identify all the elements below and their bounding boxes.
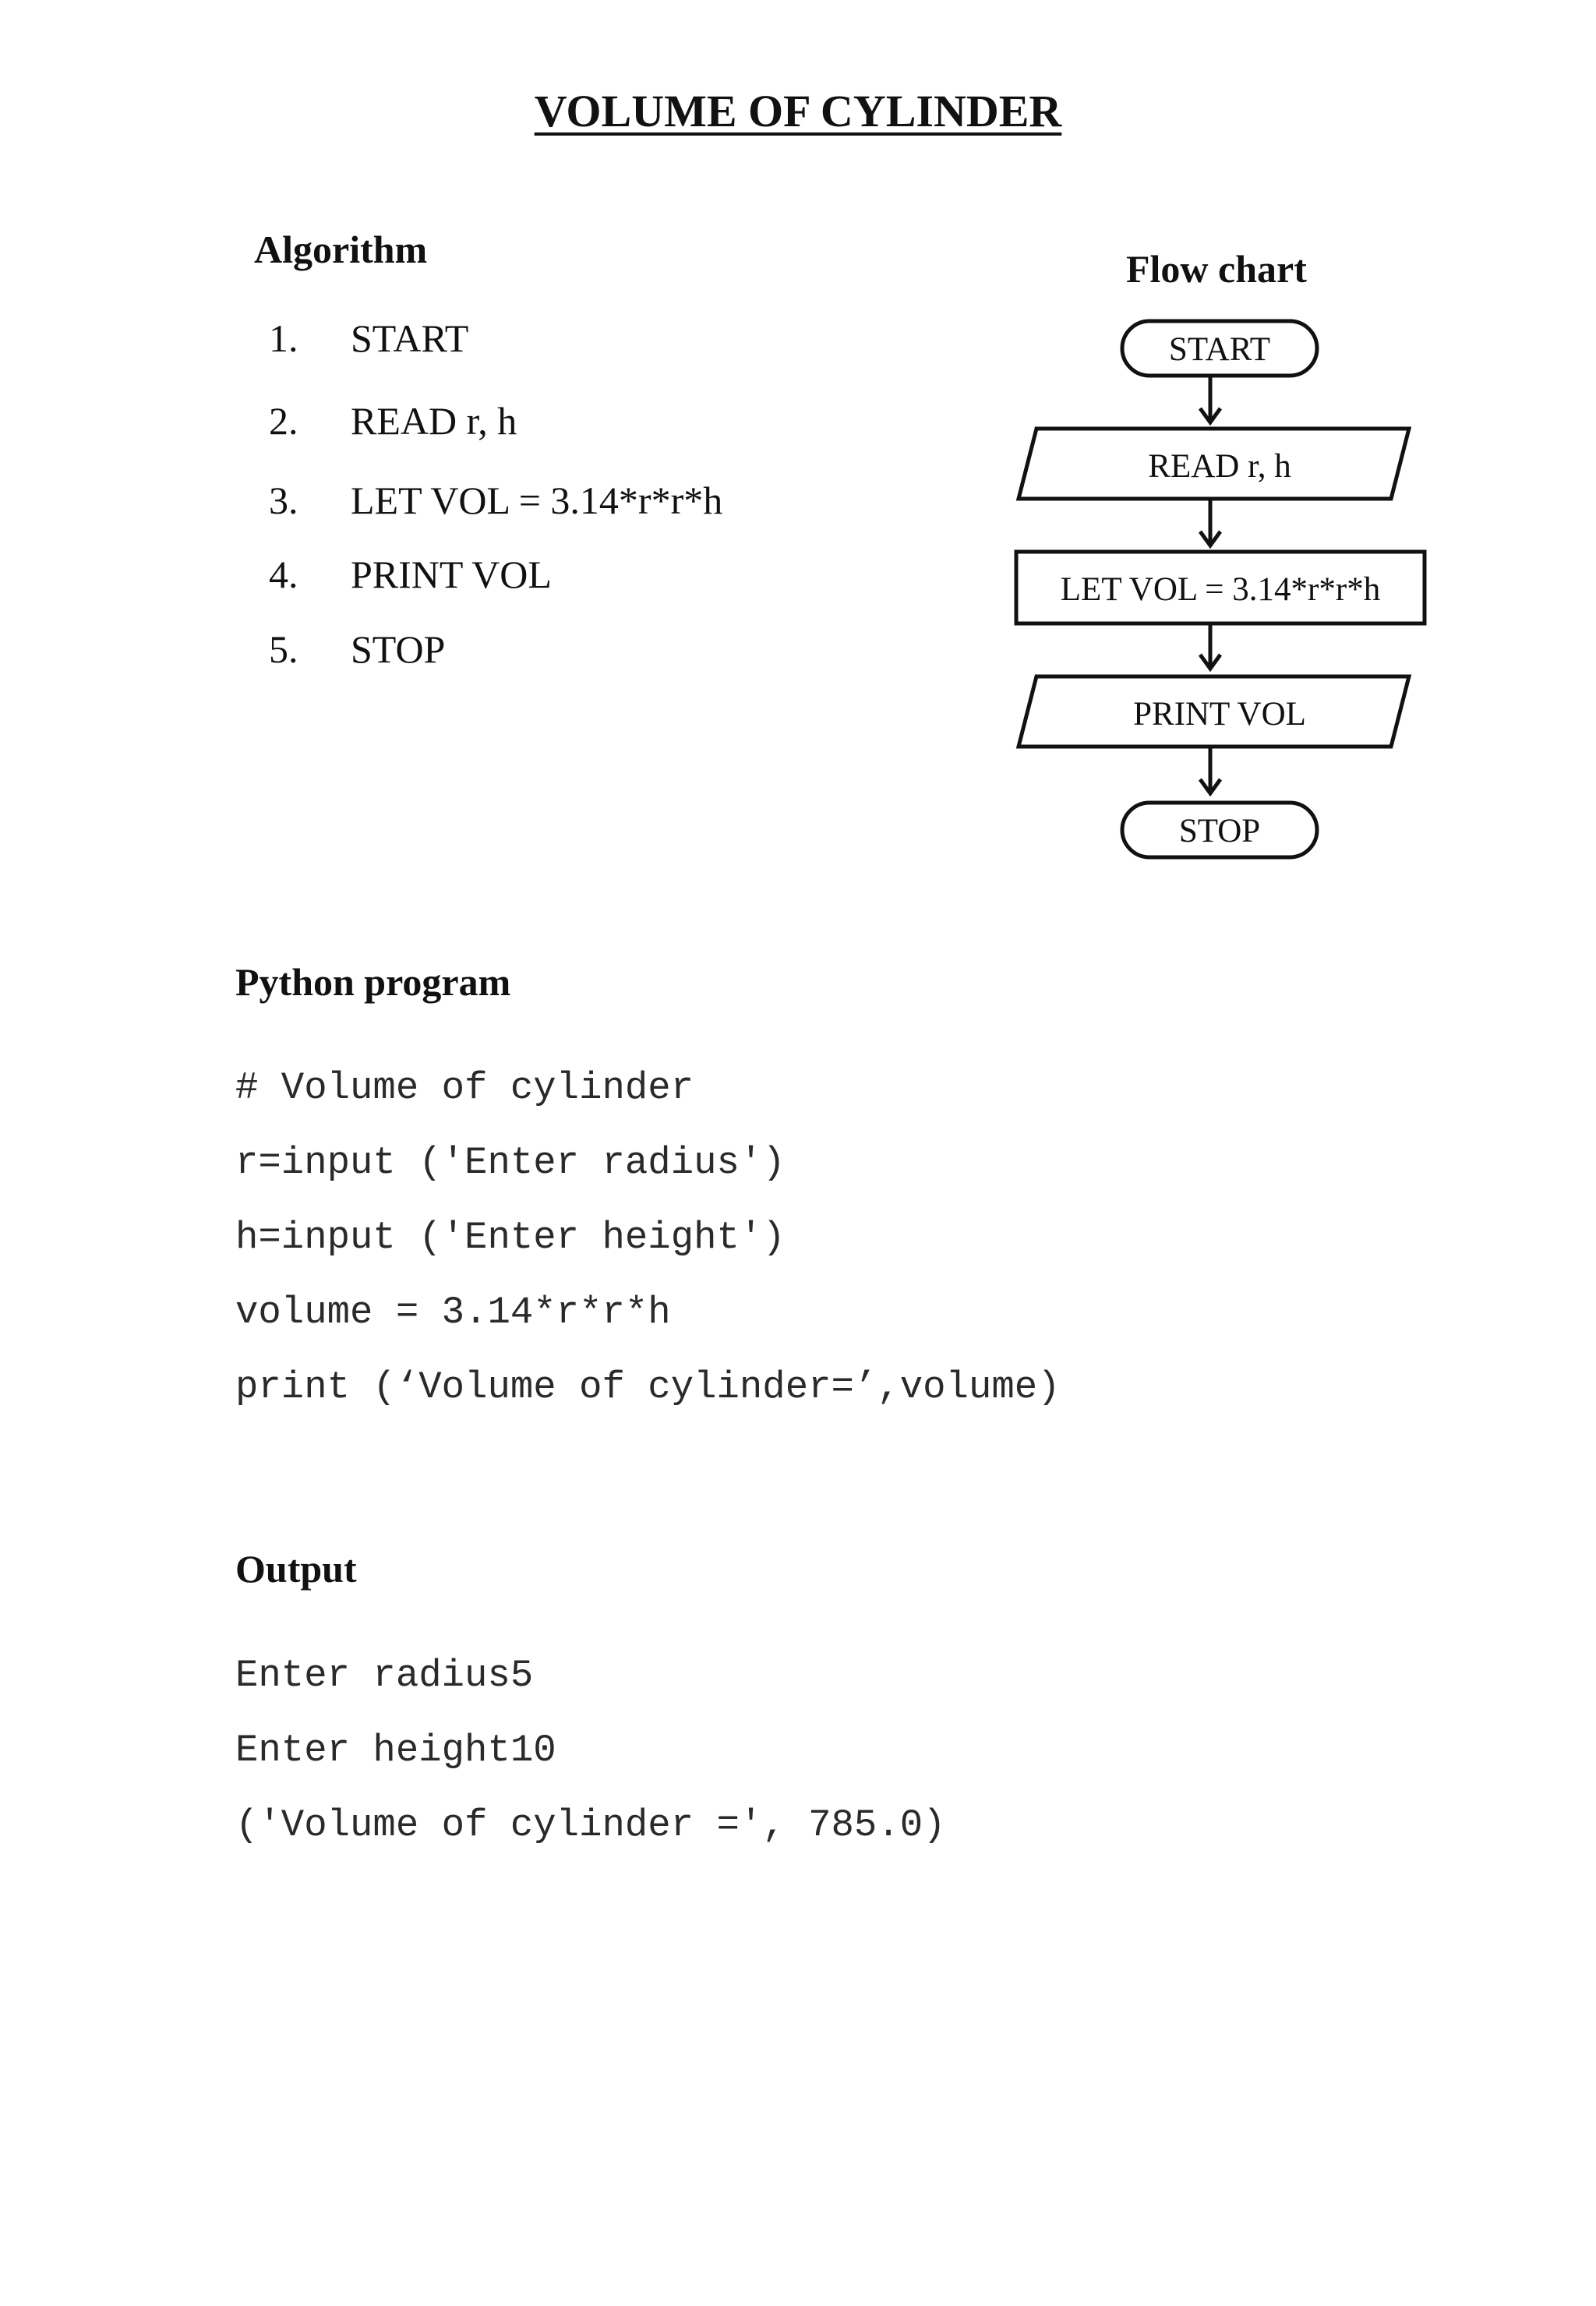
flowchart-heading: Flow chart (1126, 247, 1307, 291)
step-text: START (351, 316, 469, 360)
program-heading: Python program (235, 960, 511, 1004)
algorithm-heading: Algorithm (254, 228, 428, 271)
flow-node-start: START (1120, 319, 1319, 378)
step-text: READ r, h (351, 399, 517, 443)
code-line: # Volume of cylinder (235, 1066, 694, 1110)
step-number: 3. (269, 479, 298, 522)
step-number: 1. (269, 316, 298, 360)
flow-arrow (1198, 623, 1223, 673)
flow-node-label: STOP (1179, 813, 1260, 849)
code-line: volume = 3.14*r*r*h (235, 1291, 671, 1334)
output-line: Enter radius5 (235, 1654, 534, 1697)
flow-node-process: LET VOL = 3.14*r*r*h (1014, 549, 1427, 626)
output-line: Enter height10 (235, 1729, 556, 1772)
flow-arrow (1198, 499, 1223, 549)
output-line: ('Volume of cylinder =', 785.0) (235, 1803, 946, 1847)
flow-arrow (1198, 747, 1223, 797)
code-line: print (‘Volume of cylinder=’,volume) (235, 1365, 1061, 1409)
output-heading: Output (235, 1547, 357, 1591)
flow-node-label: READ r, h (1148, 448, 1291, 485)
page-title: VOLUME OF CYLINDER (534, 86, 1062, 136)
flow-node-label: LET VOL = 3.14*r*r*h (1061, 571, 1380, 608)
step-number: 5. (269, 627, 298, 671)
step-text: STOP (351, 627, 446, 671)
flow-node-print: PRINT VOL (1015, 674, 1412, 749)
code-line: r=input ('Enter radius') (235, 1141, 786, 1185)
step-number: 2. (269, 399, 298, 443)
flow-arrow (1198, 376, 1223, 426)
step-text: PRINT VOL (351, 553, 552, 596)
step-text: LET VOL = 3.14*r*r*h (351, 479, 723, 522)
flow-node-read: READ r, h (1015, 426, 1412, 501)
flow-node-label: START (1169, 331, 1270, 368)
flowchart: START READ r, h LET VOL = 3.14*r*r*h PRI… (1014, 319, 1427, 860)
flow-node-stop: STOP (1120, 800, 1319, 860)
code-line: h=input ('Enter height') (235, 1216, 786, 1259)
step-number: 4. (269, 553, 298, 596)
flow-node-label: PRINT VOL (1133, 696, 1306, 733)
